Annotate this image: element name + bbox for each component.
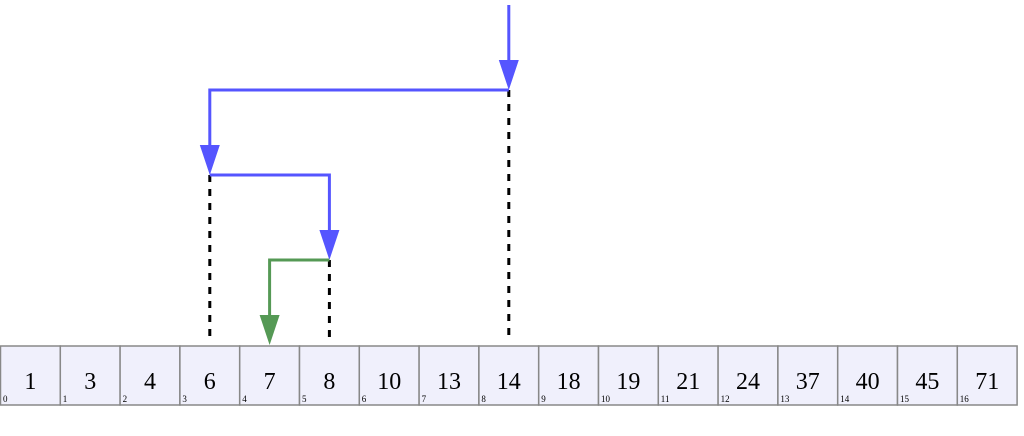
probe-arrowhead bbox=[319, 230, 340, 260]
array-cell: 10 6 bbox=[358, 345, 420, 406]
cell-value: 8 bbox=[323, 369, 335, 395]
cell-value: 14 bbox=[497, 369, 521, 395]
array-cell: 45 15 bbox=[896, 345, 959, 406]
cell-index: 12 bbox=[721, 394, 730, 404]
cell-box bbox=[478, 345, 540, 406]
array-cell: 37 13 bbox=[777, 345, 839, 406]
cell-value: 13 bbox=[437, 369, 461, 395]
cell-index: 6 bbox=[362, 394, 367, 404]
cell-index: 4 bbox=[242, 394, 247, 404]
cell-value: 40 bbox=[856, 369, 880, 395]
cell-value: 6 bbox=[204, 369, 216, 395]
array-cell: 63 bbox=[179, 345, 241, 406]
cell-index: 2 bbox=[123, 394, 128, 404]
cell-index: 0 bbox=[3, 394, 8, 404]
array-cell: 21 11 bbox=[657, 345, 719, 406]
dashed-guide-lines bbox=[208, 90, 511, 340]
cell-index: 5 bbox=[302, 394, 307, 404]
cell-box bbox=[717, 345, 779, 406]
cell-value: 37 bbox=[796, 369, 820, 395]
cell-box bbox=[956, 345, 1018, 406]
cell-value: 7 bbox=[264, 369, 276, 395]
cell-box bbox=[537, 345, 600, 406]
cell-index: 13 bbox=[780, 394, 790, 404]
probe-arrow-line bbox=[209, 173, 331, 232]
array-cell: 18 9 bbox=[537, 345, 600, 406]
cell-value: 10 bbox=[377, 369, 401, 395]
cell-index: 14 bbox=[840, 394, 850, 404]
array-cell: 40 14 bbox=[836, 345, 899, 406]
array-cell: 13 7 bbox=[418, 345, 480, 406]
cell-index: 8 bbox=[481, 394, 486, 404]
array-cell: 10 bbox=[0, 345, 62, 406]
cell-value: 24 bbox=[736, 369, 760, 395]
cell-index: 1 bbox=[63, 394, 68, 404]
cell-index: 11 bbox=[661, 394, 670, 404]
cell-value: 4 bbox=[144, 369, 156, 395]
cell-value: 1 bbox=[24, 369, 36, 395]
array-cell: 42 bbox=[119, 345, 181, 406]
cell-index: 7 bbox=[422, 394, 427, 404]
cell-box bbox=[836, 345, 899, 406]
cell-index: 9 bbox=[541, 394, 546, 404]
cell-value: 71 bbox=[975, 369, 999, 395]
cell-box bbox=[597, 345, 660, 406]
array-cell: 24 12 bbox=[717, 345, 779, 406]
cell-value: 19 bbox=[616, 369, 640, 395]
cell-box bbox=[59, 345, 121, 406]
cell-box bbox=[119, 345, 181, 406]
result-arrow-line bbox=[268, 258, 330, 317]
array-cell: 85 bbox=[298, 345, 361, 406]
cell-value: 45 bbox=[915, 369, 939, 395]
array-cell: 14 8 bbox=[478, 345, 540, 406]
array-cell: 31 bbox=[59, 345, 121, 406]
cell-index: 16 bbox=[960, 394, 970, 404]
probe-arrowhead bbox=[199, 145, 220, 175]
cell-box bbox=[777, 345, 839, 406]
cell-box bbox=[896, 345, 959, 406]
cell-value: 18 bbox=[557, 369, 581, 395]
probe-arrow-line bbox=[208, 88, 509, 147]
result-arrowhead bbox=[259, 315, 280, 345]
array-cell: 74 bbox=[238, 345, 301, 406]
probe-arrowhead bbox=[498, 60, 519, 90]
cell-index: 3 bbox=[182, 394, 187, 404]
cell-value: 21 bbox=[676, 369, 700, 395]
cell-index: 15 bbox=[900, 394, 910, 404]
search-path-arrows bbox=[199, 5, 519, 345]
cell-value: 3 bbox=[84, 369, 96, 395]
cell-index: 10 bbox=[601, 394, 611, 404]
array-cell: 71 16 bbox=[956, 345, 1018, 406]
sorted-array: 1031426374851061371481891910211124123713… bbox=[0, 345, 1018, 406]
